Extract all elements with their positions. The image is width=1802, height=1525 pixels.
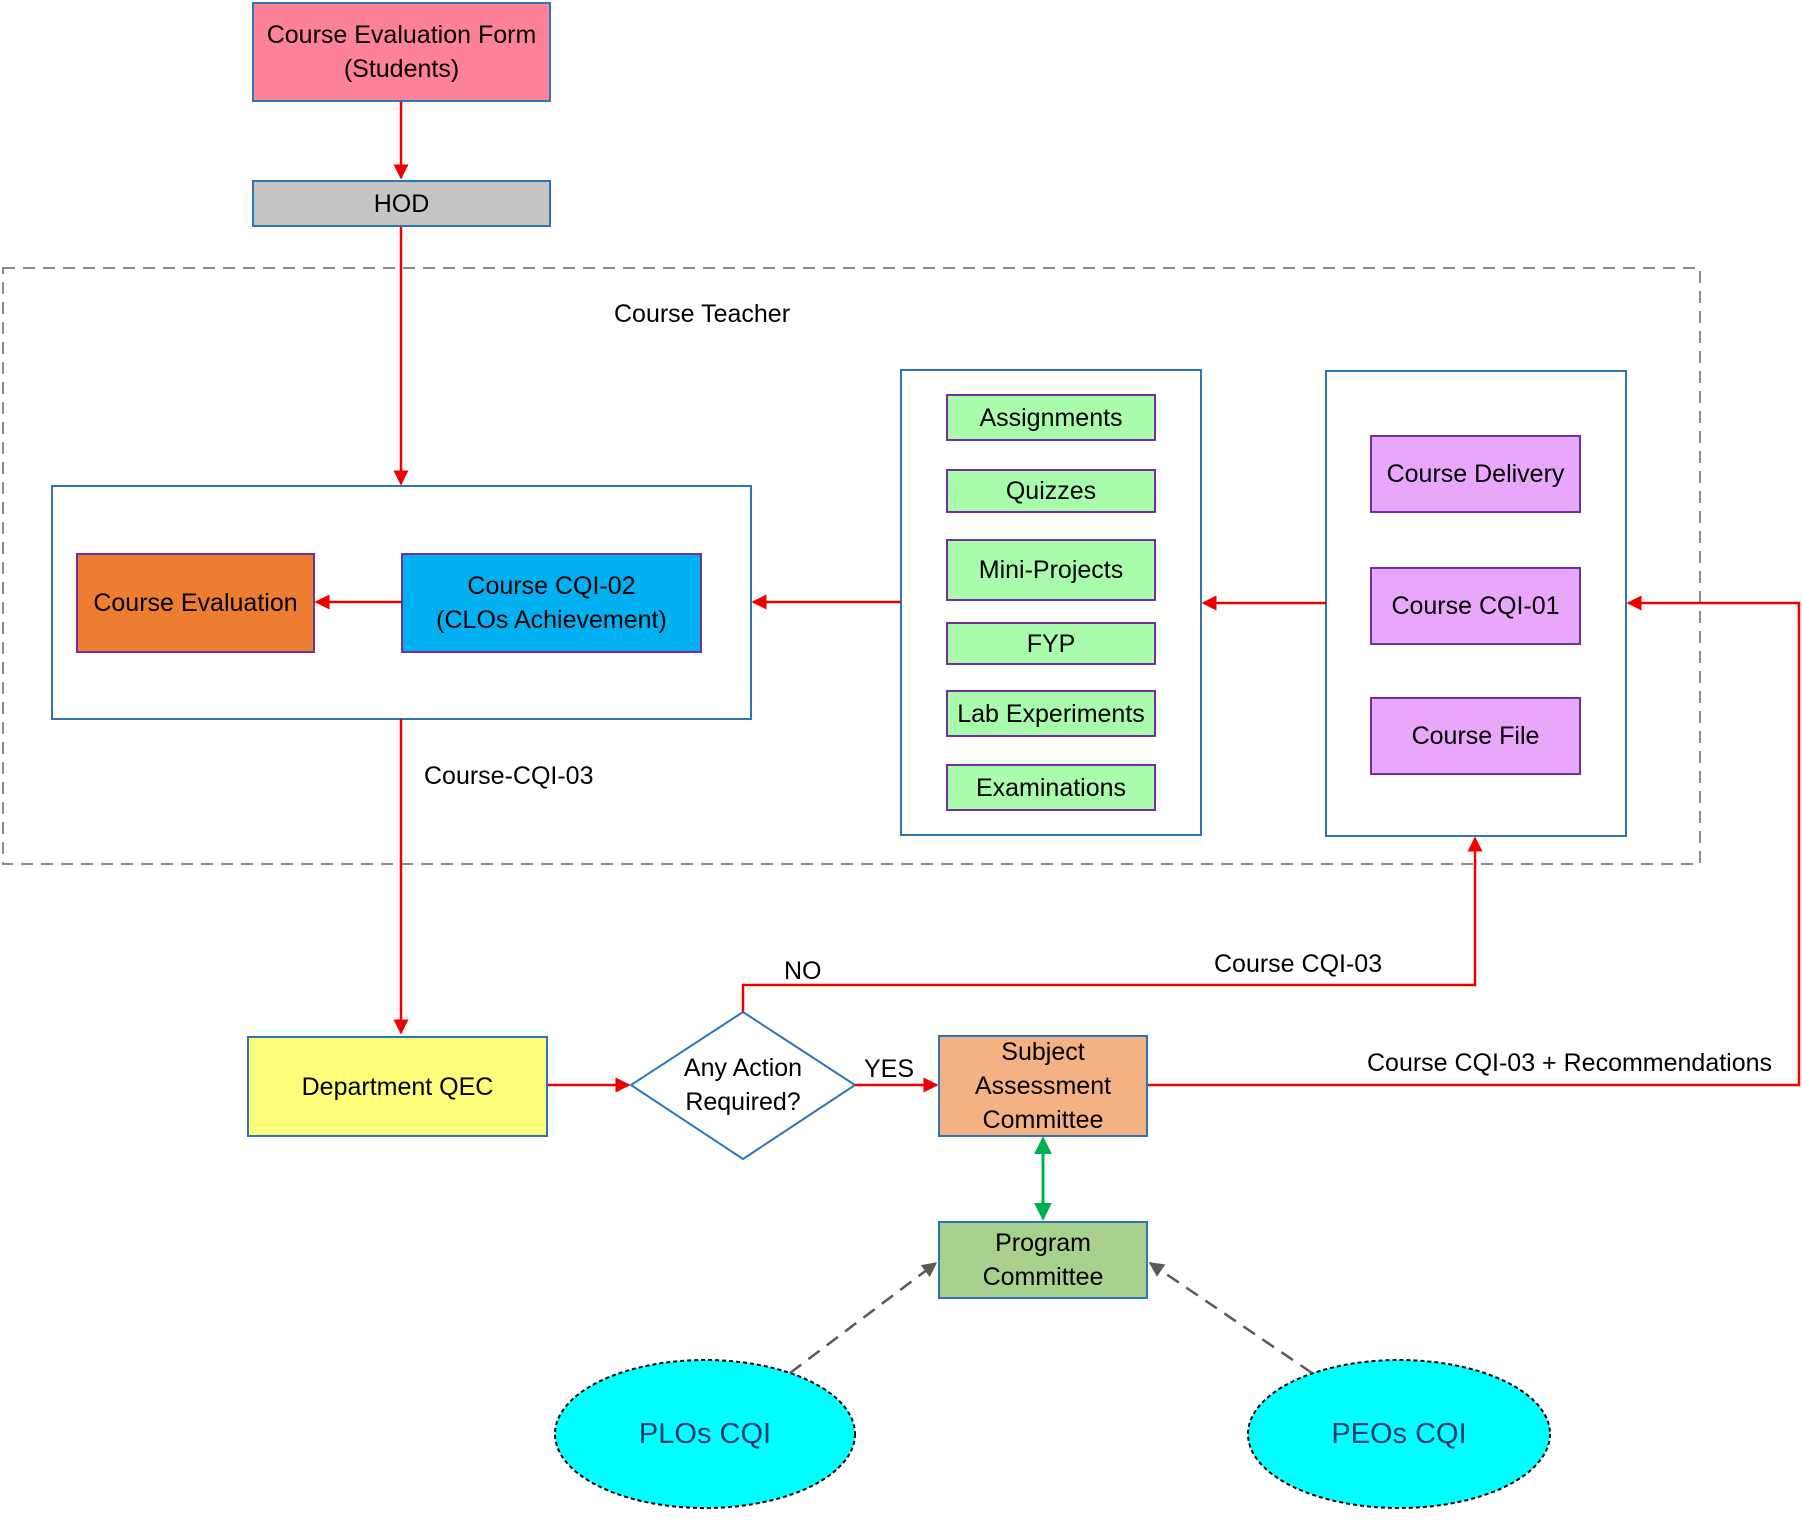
- no-label: NO: [784, 957, 822, 985]
- any-action-diamond: [629, 1010, 857, 1161]
- course-evaluation-box: Course Evaluation: [76, 553, 315, 653]
- arrow-no-to-delivery: [741, 836, 1483, 1012]
- course-file-box: Course File: [1370, 697, 1581, 775]
- course-cqi-03-label: Course CQI-03: [1214, 950, 1383, 978]
- course-delivery-box: Course Delivery: [1370, 435, 1581, 513]
- course-evaluation-form-box: Course Evaluation Form (Students): [252, 2, 551, 102]
- quizzes-box: Quizzes: [946, 469, 1156, 513]
- subject-assessment-committee-box: Subject Assessment Committee: [938, 1035, 1148, 1137]
- mini-projects-box: Mini-Projects: [946, 539, 1156, 601]
- course-cqi-02-box: Course CQI-02 (CLOs Achievement): [401, 553, 702, 653]
- department-qec-box: Department QEC: [247, 1036, 548, 1137]
- yes-label: YES: [864, 1055, 915, 1083]
- course-cqi-03-dash-label: Course-CQI-03: [424, 762, 594, 790]
- fyp-box: FYP: [946, 622, 1156, 665]
- hod-box: HOD: [252, 180, 551, 227]
- any-action-label: Any Action Required?: [683, 1054, 803, 1116]
- peos-cqi-label: PEOs CQI: [1331, 1418, 1467, 1450]
- plos-cqi-ellipse: [554, 1359, 856, 1509]
- arrow-peos-to-program: [1148, 1261, 1313, 1375]
- examinations-box: Examinations: [946, 764, 1156, 811]
- arrow-subject-to-delivery: [1148, 595, 1801, 1087]
- cqi-03-recommendations-label: Course CQI-03 + Recommendations: [1367, 1049, 1773, 1077]
- course-teacher-label: Course Teacher: [614, 300, 791, 328]
- plos-cqi-label: PLOs CQI: [638, 1418, 772, 1450]
- course-cqi-01-box: Course CQI-01: [1370, 567, 1581, 645]
- peos-cqi-ellipse: [1247, 1359, 1551, 1509]
- arrow-plos-to-program: [789, 1262, 938, 1374]
- program-committee-box: Program Committee: [938, 1221, 1148, 1299]
- lab-experiments-box: Lab Experiments: [946, 690, 1156, 737]
- assignments-box: Assignments: [946, 394, 1156, 441]
- course-teacher-region: [2, 267, 1701, 865]
